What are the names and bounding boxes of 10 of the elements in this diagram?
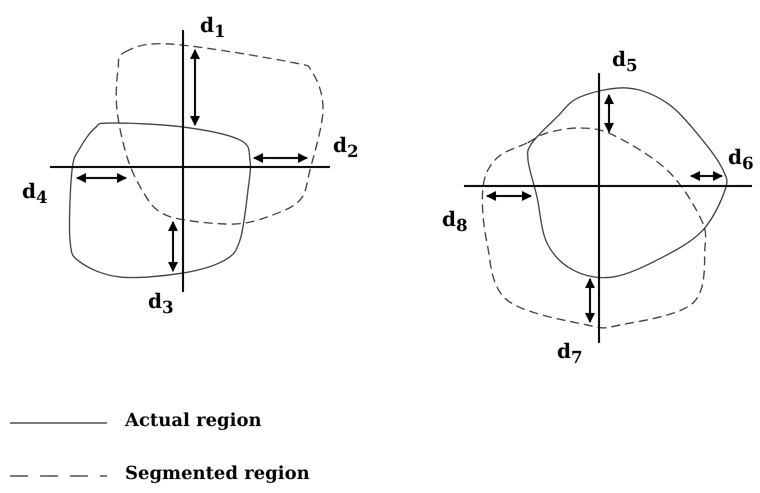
legend-label: Segmented region xyxy=(125,463,310,485)
distance-label: d$_{6}$ xyxy=(728,146,754,174)
distance-label: d$_{7}$ xyxy=(557,340,583,368)
distance-label: d$_{8}$ xyxy=(442,208,468,236)
distance-label: d$_{5}$ xyxy=(612,48,638,76)
distance-label: d$_{1}$ xyxy=(200,14,226,42)
distance-label: d$_{3}$ xyxy=(148,290,174,318)
distance-label: d$_{2}$ xyxy=(333,134,359,162)
legend-label: Actual region xyxy=(125,410,262,432)
distance-label: d$_{4}$ xyxy=(22,180,48,208)
